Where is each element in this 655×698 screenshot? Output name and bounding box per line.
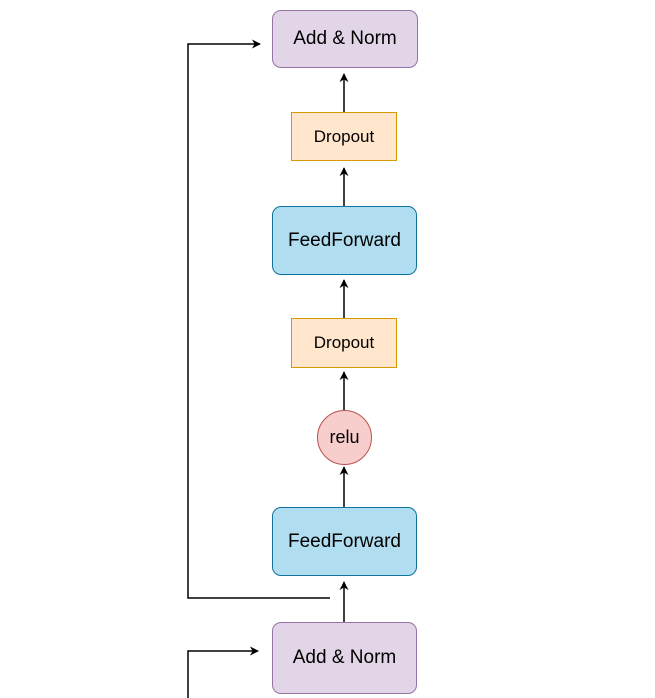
- relu-node: relu: [317, 410, 372, 465]
- dropout-top-node: Dropout: [291, 112, 397, 161]
- add-norm-bottom-node: Add & Norm: [272, 622, 417, 694]
- add-norm-top-node: Add & Norm: [272, 10, 418, 68]
- edge-residual-skip: [187, 39, 330, 599]
- feedforward-top-node: FeedForward: [272, 206, 417, 275]
- dropout-mid-node: Dropout: [291, 318, 397, 368]
- edge-residual-into-bottom-norm: [187, 646, 259, 698]
- feedforward-bottom-node: FeedForward: [272, 507, 417, 576]
